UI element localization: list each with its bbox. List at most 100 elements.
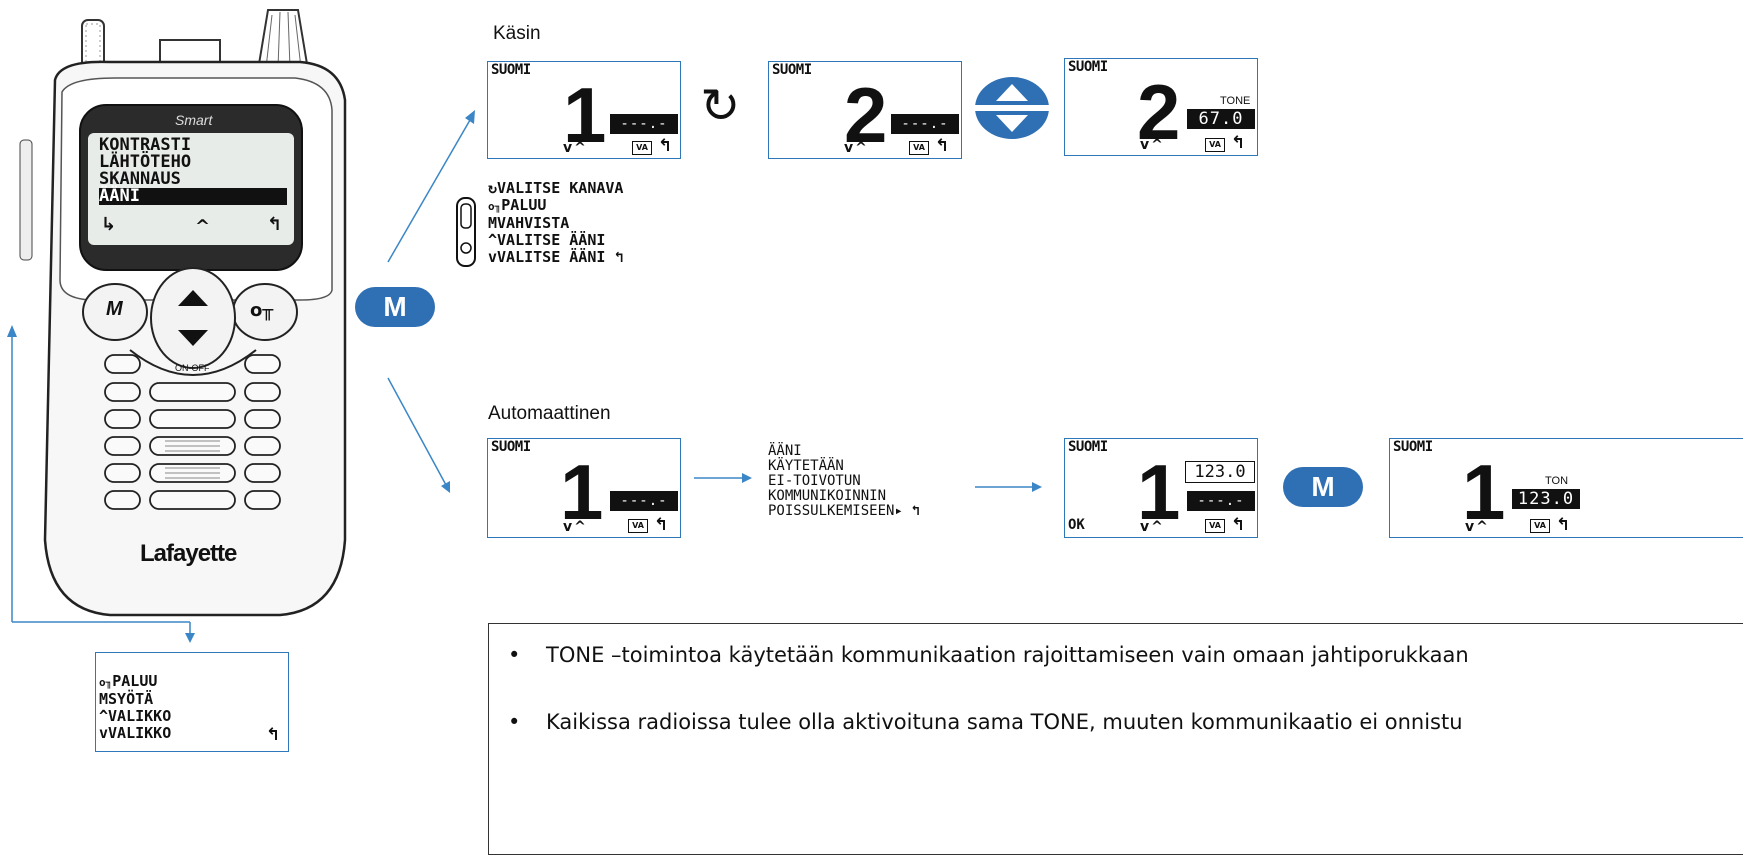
auto-text-line: EI-TOIVOTUN xyxy=(768,473,861,489)
radio-device: Smart KONTRASTI LÄHTÖTEHO SKANNAUS ÄÄNI … xyxy=(0,0,360,620)
tone-value: ---.- xyxy=(1187,491,1255,511)
return-icon: ↰ xyxy=(935,136,950,156)
channel-digit: 1 xyxy=(1462,448,1506,536)
back-menu-line-syota: MSYÖTÄ xyxy=(99,690,154,708)
m-icon: M xyxy=(99,690,109,708)
menu-item-skannaus[interactable]: SKANNAUS xyxy=(99,169,181,189)
back-menu-line-paluu: o╖PALUU xyxy=(99,672,158,690)
return-icon: ↰ xyxy=(266,725,281,745)
vox-icon: VA xyxy=(1205,519,1225,533)
channel-digit: 1 xyxy=(563,71,607,159)
channel-digit: 1 xyxy=(1137,448,1181,536)
screen-brand: Smart xyxy=(175,112,213,128)
auto-screen-1: SUOMI 1 ---.- v^ VA ↰ xyxy=(487,438,681,538)
auto-text-line: KÄYTETÄÄN xyxy=(768,458,844,474)
key-button[interactable]: o╥ xyxy=(250,300,274,321)
down-up-icon: v^ xyxy=(844,140,869,156)
return-icon: ↰ xyxy=(911,503,920,519)
vox-icon: VA xyxy=(1530,519,1550,533)
lcd-label: SUOMI xyxy=(1068,439,1108,455)
m-button-badge: M xyxy=(355,287,435,327)
up-icon: ^ xyxy=(488,231,498,249)
note-text: Kaikissa radioissa tulee olla aktivoitun… xyxy=(546,710,1463,734)
bullet-icon: • xyxy=(508,710,521,734)
flow-arrows xyxy=(387,110,1042,493)
legend-valitse-aani-up: ^VALITSE ÄÄNI xyxy=(488,231,606,249)
return-path-arrow xyxy=(7,325,195,643)
legend-valitse-kanava: ↻VALITSE KANAVA xyxy=(488,179,624,197)
down-up-icon: v^ xyxy=(1140,519,1165,535)
up-icon: ^ xyxy=(99,707,109,725)
radio-side-icon xyxy=(456,197,476,267)
auto-text: ÄÄNI KÄYTETÄÄN EI-TOIVOTUN KOMMUNIKOINNI… xyxy=(768,444,920,519)
auto-text-line: ÄÄNI xyxy=(768,443,802,459)
vox-icon: VA xyxy=(628,519,648,533)
on-off-label: ON-OFF xyxy=(175,363,210,373)
lcd-label: SUOMI xyxy=(491,439,531,455)
down-up-icon: v^ xyxy=(1465,519,1490,535)
lcd-label: SUOMI xyxy=(772,62,812,78)
return-icon: ↰ xyxy=(1231,133,1246,153)
brand-logo: Lafayette xyxy=(140,540,237,567)
tone-value: ---.- xyxy=(891,114,959,134)
tone-label: TONE xyxy=(1220,95,1251,107)
auto-screen-2: SUOMI 1 123.0 ---.- OK v^ VA ↰ xyxy=(1064,438,1258,538)
auto-text-line: POISSULKEMISEEN▸ ↰ xyxy=(768,503,920,519)
return-icon: ↰ xyxy=(614,248,624,266)
menu-item-lahtoteho[interactable]: LÄHTÖTEHO xyxy=(99,152,192,172)
m-button-badge: M xyxy=(1283,467,1363,507)
auto-text-line: KOMMUNIKOINNIN xyxy=(768,488,887,504)
return-icon: ↰ xyxy=(267,214,283,235)
ok-label: OK xyxy=(1068,517,1085,533)
return-icon: ↰ xyxy=(1231,515,1246,535)
m-icon: M xyxy=(488,214,498,232)
bullet-icon: • xyxy=(508,643,521,667)
vox-icon: VA xyxy=(1205,138,1225,152)
radio-screen: Smart KONTRASTI LÄHTÖTEHO SKANNAUS ÄÄNI … xyxy=(95,112,291,242)
down-up-icon: v^ xyxy=(563,519,588,535)
manual-title: Käsin xyxy=(493,23,541,44)
channel-digit: 1 xyxy=(560,448,604,536)
selected-tone-value: 123.0 xyxy=(1185,461,1255,483)
down-up-icon: v^ xyxy=(1140,137,1165,153)
return-icon: ↰ xyxy=(658,136,673,156)
return-icon: ↰ xyxy=(654,515,669,535)
vox-icon: VA xyxy=(909,141,929,155)
legend-valitse-aani-down: vVALITSE ÄÄNI ↰ xyxy=(488,248,624,266)
m-button[interactable]: M xyxy=(106,298,123,320)
manual-screen-3: SUOMI 2 TONE 67.0 v^ VA ↰ xyxy=(1064,58,1258,156)
back-menu-line-valikko-up: ^VALIKKO xyxy=(99,707,172,725)
vox-icon: VA xyxy=(632,141,652,155)
menu-item-aani-selected[interactable]: ÄÄNI xyxy=(99,188,287,205)
manual-screen-1: SUOMI 1 ---.- v^ VA ↰ xyxy=(487,61,681,159)
lcd-label: SUOMI xyxy=(1068,59,1108,75)
note-bullet: • TONE –toimintoa käytetään kommunikaati… xyxy=(508,640,1546,671)
key-icon: o╖ xyxy=(488,200,502,213)
down-icon: v xyxy=(488,248,498,266)
back-menu-screen: o╖PALUU MSYÖTÄ ^VALIKKO vVALIKKO ↰ xyxy=(95,652,289,752)
up-icon: ^ xyxy=(195,216,211,237)
tone-value: 67.0 xyxy=(1187,109,1255,129)
manual-screen-2: SUOMI 2 ---.- v^ VA ↰ xyxy=(768,61,962,159)
down-up-icon: v^ xyxy=(563,140,588,156)
play-icon: ▸ xyxy=(894,503,903,519)
down-icon: v xyxy=(99,724,109,742)
rotate-icon: ↻ xyxy=(700,78,741,134)
automatic-title: Automaattinen xyxy=(488,403,611,424)
tone-value: 123.0 xyxy=(1512,489,1580,509)
channel-digit: 2 xyxy=(1137,68,1181,156)
rotate-icon: ↻ xyxy=(488,179,498,197)
enter-icon: ↳ xyxy=(101,214,117,235)
manual-legend: ↻VALITSE KANAVA o╖PALUU MVAHVISTA ^VALIT… xyxy=(488,180,623,266)
tone-label: TON xyxy=(1545,475,1569,487)
note-text: TONE –toimintoa käytetään kommunikaation… xyxy=(546,643,1469,667)
note-bullet: • Kaikissa radioissa tulee olla aktivoit… xyxy=(508,707,1743,738)
legend-paluu: o╖PALUU xyxy=(488,196,547,214)
menu-item-kontrasti[interactable]: KONTRASTI xyxy=(99,135,192,155)
auto-screen-3: SUOMI 1 TON 123.0 v^ VA ↰ xyxy=(1389,438,1743,538)
lcd-label: SUOMI xyxy=(1393,439,1433,455)
back-menu-line-valikko-down: vVALIKKO xyxy=(99,724,172,742)
up-down-nav-icon xyxy=(974,77,1050,139)
tone-value: ---.- xyxy=(610,491,678,511)
channel-digit: 2 xyxy=(844,71,888,159)
